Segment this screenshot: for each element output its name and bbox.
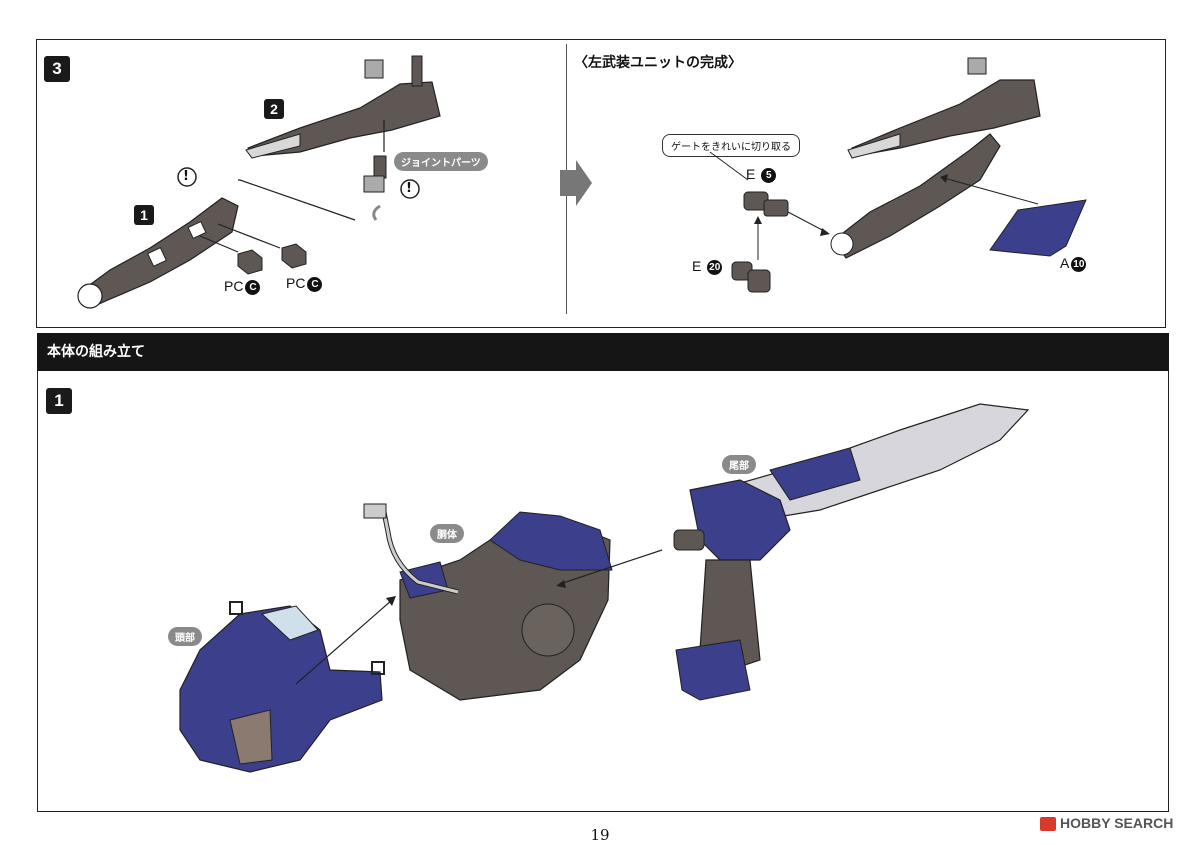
label-head: 頭部 xyxy=(168,627,202,646)
completion-heading: 〈左武装ユニットの完成〉 xyxy=(574,55,742,71)
head-unit xyxy=(179,601,385,773)
part-e20 xyxy=(731,261,771,293)
gate-note-callout: ゲートをきれいに切り取る xyxy=(662,134,800,157)
joint-part-label: ジョイントパーツ xyxy=(394,152,488,171)
hobby-search-logo: HOBBY SEARCH xyxy=(1040,815,1173,832)
joint-part xyxy=(363,155,387,193)
label-torso: 胴体 xyxy=(430,524,464,543)
step3-panel xyxy=(36,39,1166,328)
warning-mark-2: ! xyxy=(406,181,412,196)
pc-part-2 xyxy=(281,243,307,269)
sub-step-2: 2 xyxy=(264,99,284,119)
logo-mark-icon xyxy=(1040,817,1056,832)
label-tail: 尾部 xyxy=(722,455,756,474)
flow-arrow xyxy=(560,160,592,206)
torso-unit xyxy=(363,503,613,701)
part-e5 xyxy=(743,191,789,217)
part-label-e5: E 5 xyxy=(746,166,777,183)
completed-rifle xyxy=(847,57,1041,159)
step-number-3: 3 xyxy=(44,56,70,82)
rifle-part xyxy=(245,55,441,159)
part-label-e20: E 20 xyxy=(692,258,723,275)
warning-mark-1: ! xyxy=(183,169,189,184)
blue-armor-plate xyxy=(989,199,1087,257)
tail-unit xyxy=(673,403,1030,701)
page-number: 19 xyxy=(590,826,610,844)
arm-frame-part xyxy=(77,197,239,309)
pc-part-1 xyxy=(237,249,263,275)
body-step-number-1: 1 xyxy=(46,388,72,414)
completed-arm xyxy=(830,133,1001,259)
sub-step-1: 1 xyxy=(134,205,154,225)
section-banner: 本体の組み立て xyxy=(37,333,1169,371)
